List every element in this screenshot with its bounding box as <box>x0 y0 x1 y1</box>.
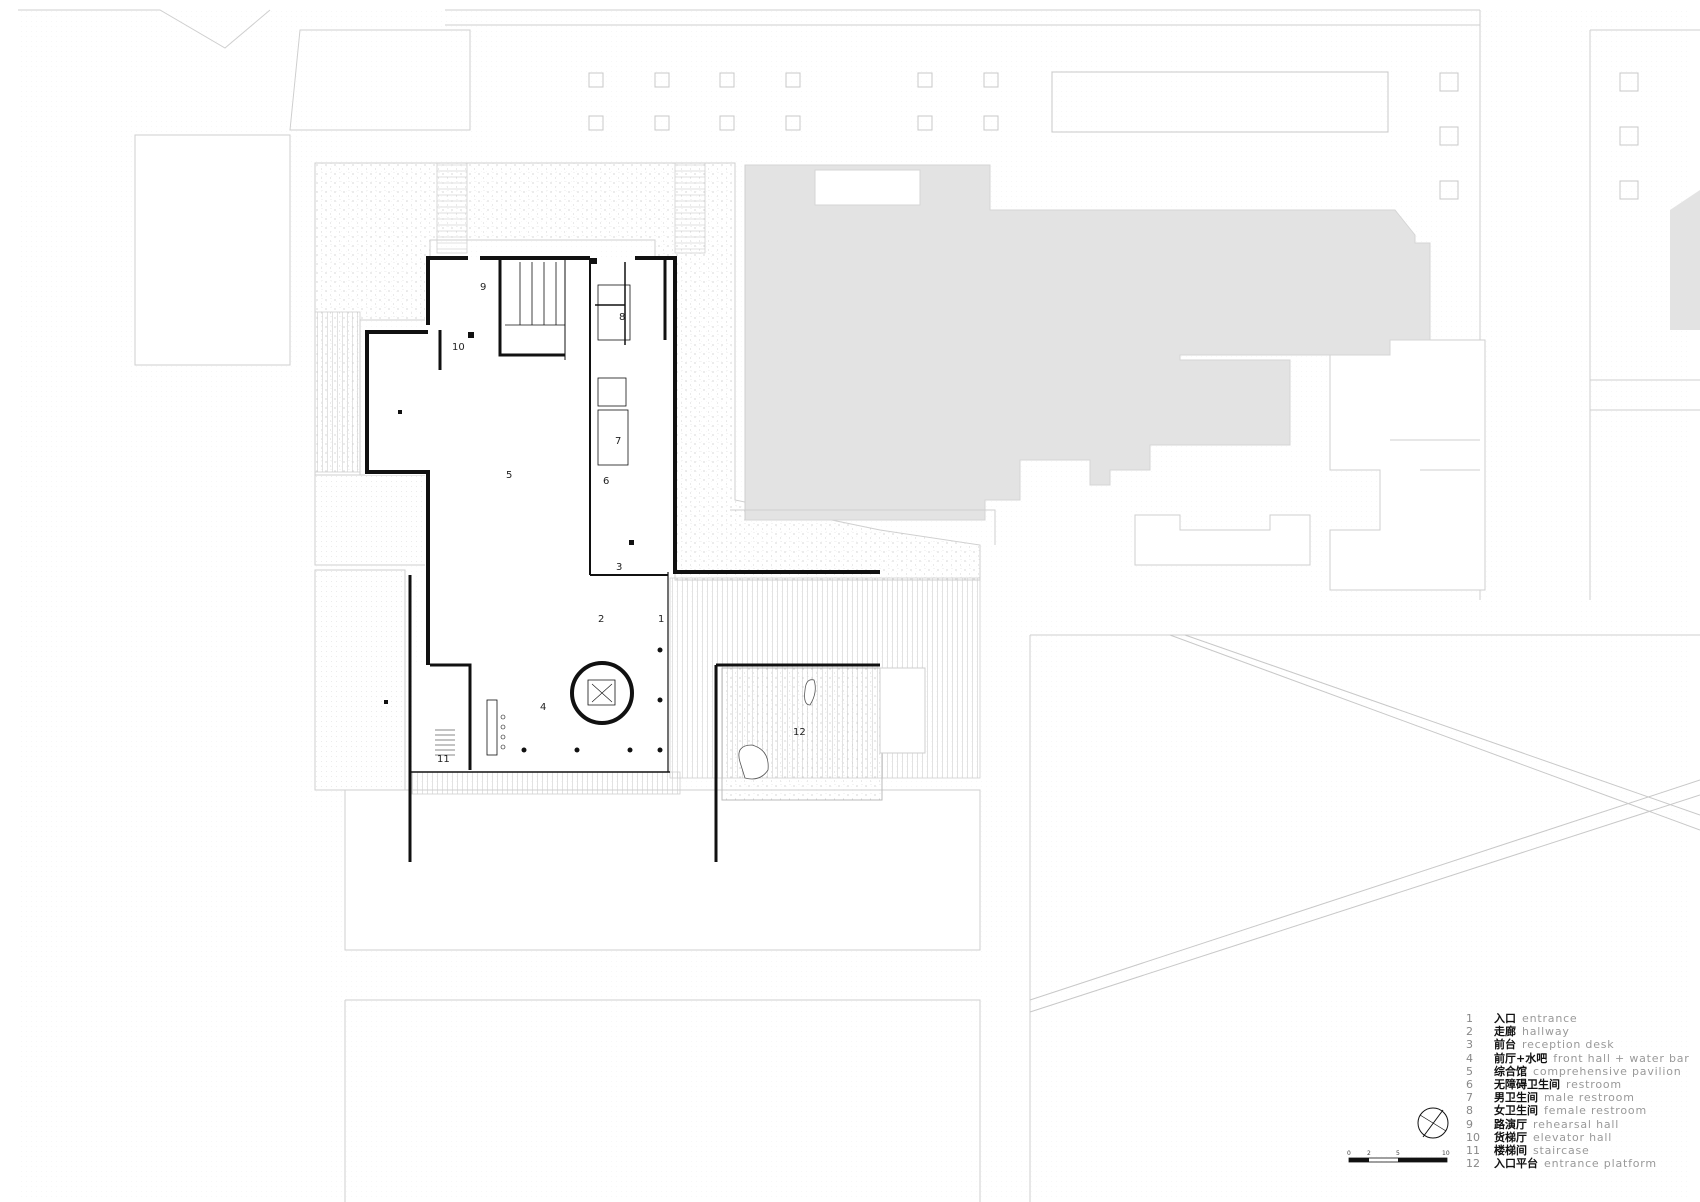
legend-cn-label: 入口 <box>1494 1012 1516 1025</box>
legend-cn-label: 无障碍卫生间 <box>1494 1078 1560 1092</box>
adjacent-building <box>744 164 1431 521</box>
legend-cn-label: 综合馆 <box>1494 1064 1527 1078</box>
legend-en-label: comprehensive pavilion <box>1533 1064 1682 1078</box>
legend-cn-label: 楼梯间 <box>1494 1144 1527 1158</box>
scale-tick: 5 <box>1396 1150 1400 1157</box>
legend-en-label: front hall + water bar <box>1553 1051 1690 1065</box>
legend-en-label: restroom <box>1566 1078 1622 1092</box>
legend-item: 1 入口 entrance <box>1466 1012 1696 1025</box>
legend-number: 11 <box>1466 1144 1480 1158</box>
legend-cn-label: 前厅+水吧 <box>1494 1051 1548 1065</box>
room-label: 6 <box>603 476 609 487</box>
room-label: 3 <box>616 562 622 573</box>
legend-number: 9 <box>1466 1117 1473 1131</box>
legend-item: 3 前台 reception desk <box>1466 1038 1696 1051</box>
legend-item: 12 入口平台 entrance platform <box>1466 1157 1696 1170</box>
north-arrow <box>1417 1107 1449 1139</box>
legend-en-label: staircase <box>1533 1144 1590 1158</box>
legend-number: 2 <box>1466 1025 1473 1039</box>
legend-number: 6 <box>1466 1078 1473 1092</box>
legend-number: 8 <box>1466 1104 1473 1118</box>
legend-cn-label: 货梯厅 <box>1494 1130 1527 1144</box>
room-label: 2 <box>598 614 604 625</box>
legend-cn-label: 女卫生间 <box>1494 1104 1538 1118</box>
legend: 1 入口 entrance 2 走廊 hallway 3 前台 reception desk… <box>1466 1012 1696 1170</box>
legend-number: 7 <box>1466 1091 1473 1105</box>
legend-item: 9 路演厅 rehearsal hall <box>1466 1118 1696 1131</box>
legend-en-label: male restroom <box>1544 1091 1635 1105</box>
legend-cn-label: 入口平台 <box>1494 1157 1538 1171</box>
legend-cn-label: 男卫生间 <box>1494 1091 1538 1105</box>
legend-number: 3 <box>1466 1038 1473 1052</box>
legend-en-label: hallway <box>1522 1025 1570 1039</box>
scale-tick: 0 <box>1347 1150 1351 1157</box>
room-label: 9 <box>480 282 486 293</box>
room-label: 4 <box>540 702 546 713</box>
room-label: 8 <box>619 312 625 323</box>
legend-item: 8 女卫生间 female restroom <box>1466 1104 1696 1117</box>
room-labels: 1 2 3 4 5 6 7 8 9 10 11 12 <box>437 282 806 765</box>
landscape-zones <box>314 162 981 801</box>
legend-item: 11 楼梯间 staircase <box>1466 1144 1696 1157</box>
legend-item: 6 无障碍卫生间 restroom <box>1466 1078 1696 1091</box>
legend-cn-label: 路演厅 <box>1494 1117 1527 1131</box>
legend-number: 12 <box>1466 1157 1480 1171</box>
legend-en-label: reception desk <box>1522 1038 1615 1052</box>
room-label: 1 <box>658 614 664 625</box>
legend-en-label: female restroom <box>1544 1104 1647 1118</box>
room-label: 12 <box>793 727 806 738</box>
legend-item: 5 综合馆 comprehensive pavilion <box>1466 1065 1696 1078</box>
legend-item: 4 前厅+水吧 front hall + water bar <box>1466 1052 1696 1065</box>
legend-number: 5 <box>1466 1064 1473 1078</box>
scale-bar: 0 2 5 10 <box>1347 1150 1450 1163</box>
legend-en-label: entrance <box>1522 1012 1578 1025</box>
legend-en-label: entrance platform <box>1544 1157 1657 1171</box>
room-label: 11 <box>437 754 450 765</box>
legend-number: 4 <box>1466 1051 1473 1065</box>
room-label: 7 <box>615 436 621 447</box>
legend-item: 7 男卫生间 male restroom <box>1466 1091 1696 1104</box>
legend-number: 10 <box>1466 1130 1480 1144</box>
room-label: 10 <box>452 342 465 353</box>
scale-tick: 10 <box>1442 1150 1450 1157</box>
legend-en-label: rehearsal hall <box>1533 1117 1620 1131</box>
legend-en-label: elevator hall <box>1533 1130 1613 1144</box>
room-label: 5 <box>506 470 512 481</box>
main-building <box>365 256 880 862</box>
legend-cn-label: 前台 <box>1494 1038 1516 1052</box>
legend-item: 10 货梯厅 elevator hall <box>1466 1131 1696 1144</box>
scale-tick: 2 <box>1367 1150 1371 1157</box>
legend-number: 1 <box>1466 1012 1473 1025</box>
legend-item: 2 走廊 hallway <box>1466 1025 1696 1038</box>
legend-cn-label: 走廊 <box>1494 1025 1516 1039</box>
